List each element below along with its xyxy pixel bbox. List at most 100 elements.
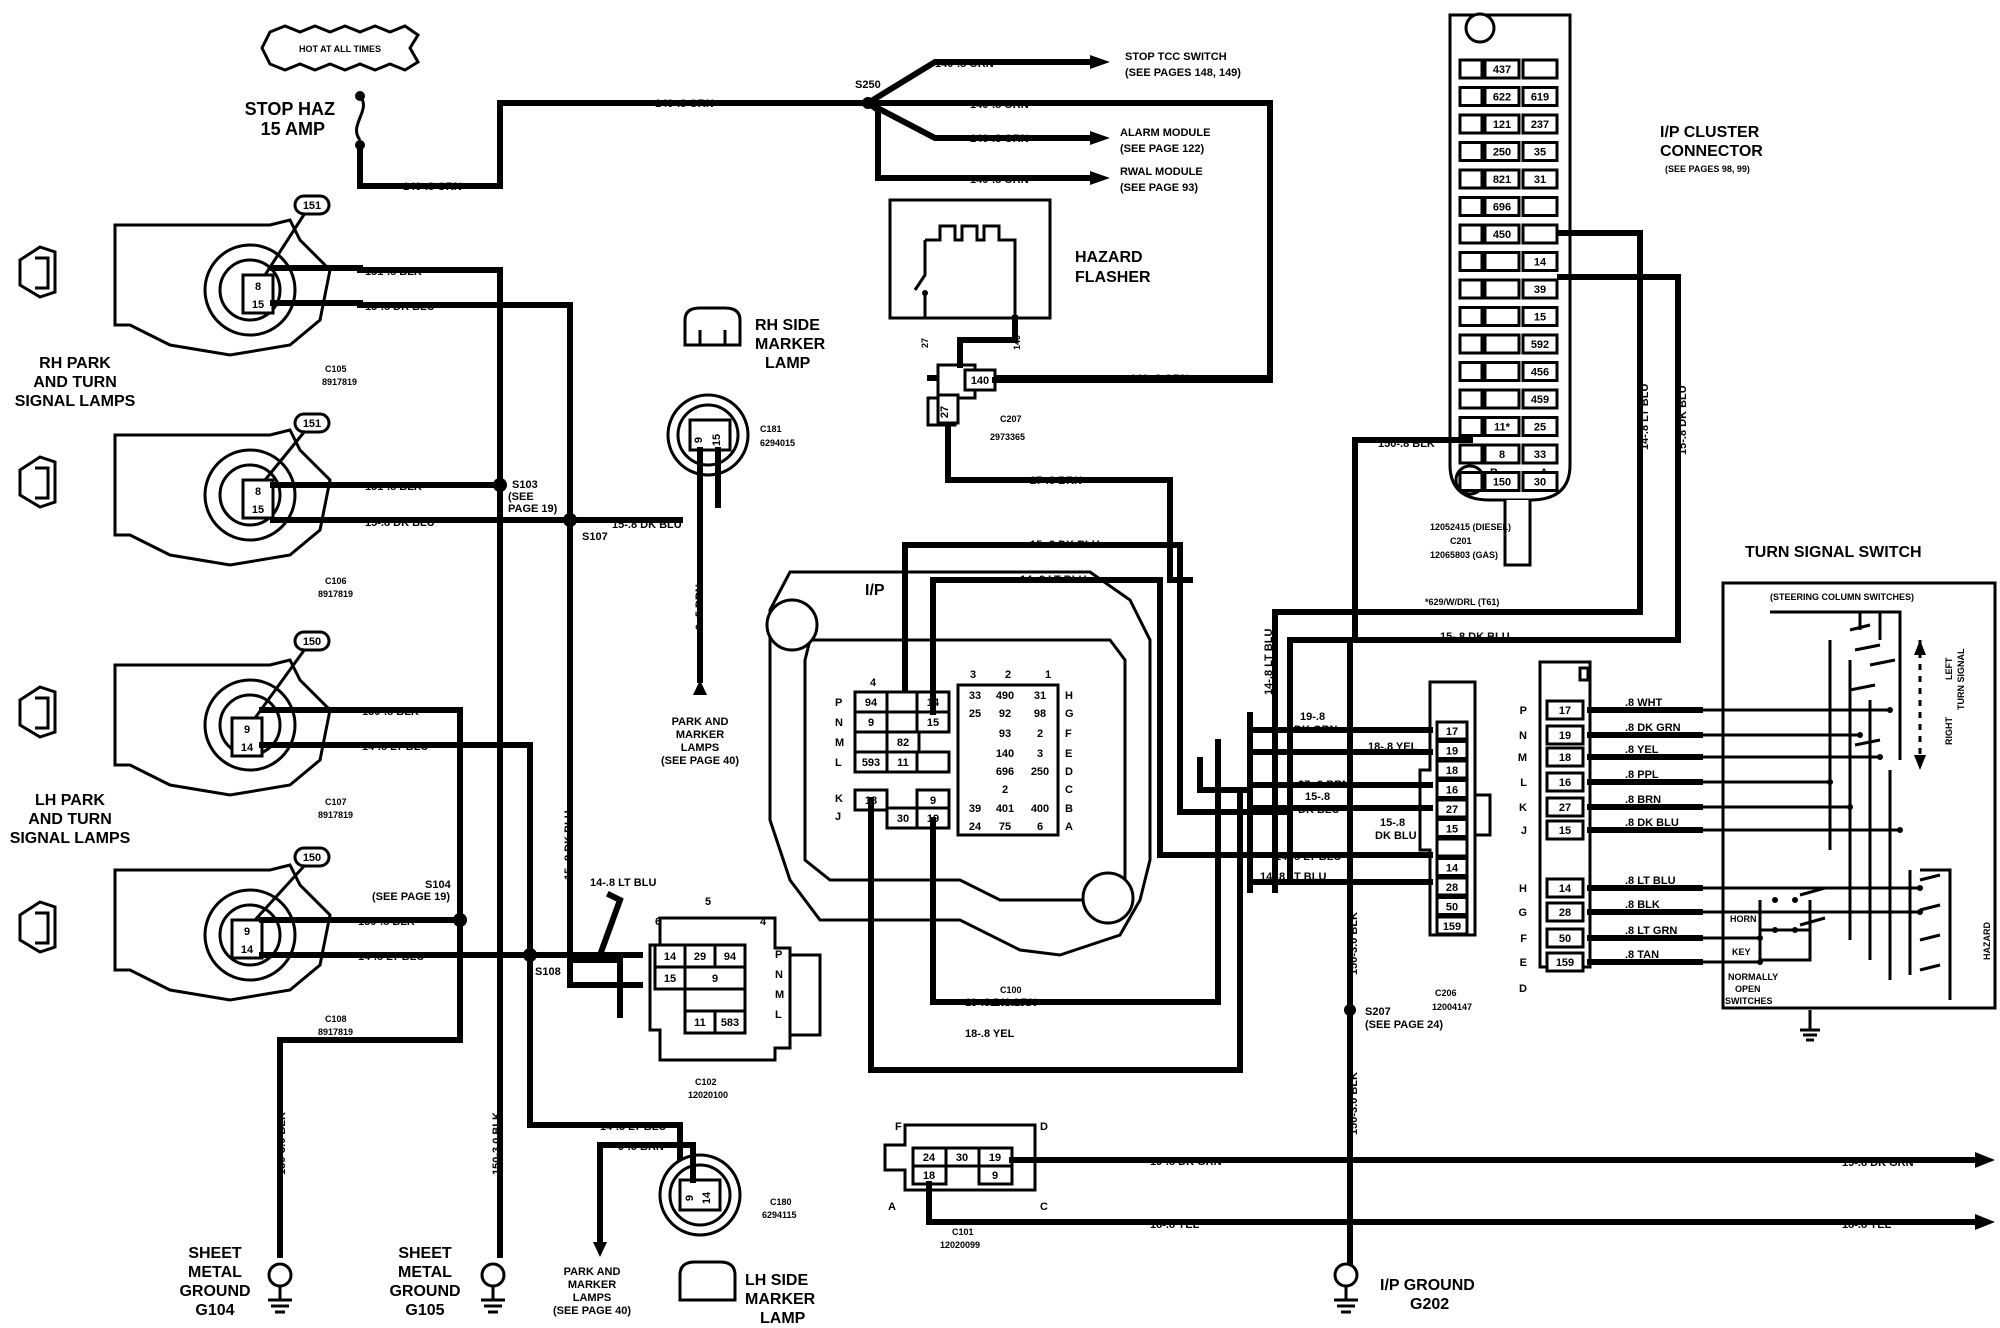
cluster-cell-right xyxy=(1521,113,1559,135)
svg-text:583: 583 xyxy=(721,1017,739,1029)
cluster-pin-left: 622 xyxy=(1493,92,1511,104)
c201-label: 12052415 (DIESEL) C201 12065803 (GAS) *6… xyxy=(1425,522,1511,607)
svg-text:18-.8 YEL: 18-.8 YEL xyxy=(1150,1219,1200,1231)
svg-text:8917819: 8917819 xyxy=(318,1027,353,1037)
svg-text:14-.8 LT BLU: 14-.8 LT BLU xyxy=(1260,871,1326,883)
svg-text:F: F xyxy=(1065,728,1072,740)
svg-text:C: C xyxy=(1065,784,1073,796)
c100-grid: 94 9 593 14 15 82 11 P N M L K J 18 30 9… xyxy=(835,683,1074,837)
wire-140-orn-main: 140-.8 ORN 140-.8 ORN xyxy=(357,98,871,193)
tss-pin-cell xyxy=(1545,927,1585,949)
svg-text:(SEE PAGE 122): (SEE PAGE 122) xyxy=(1120,143,1204,155)
svg-text:140-.8 ORN: 140-.8 ORN xyxy=(403,181,462,193)
lh-side-marker-lamp: LH SIDE MARKER LAMP xyxy=(678,1260,816,1327)
tss-wire-label: .8 BLK xyxy=(1625,899,1660,911)
c206-pin-cell xyxy=(1435,818,1469,838)
svg-text:SIGNAL LAMPS: SIGNAL LAMPS xyxy=(15,393,136,410)
tss-wire-label: .8 PPL xyxy=(1625,769,1659,781)
svg-text:S104: S104 xyxy=(425,879,452,891)
tss-pin-letter: P xyxy=(1520,705,1527,717)
connector-c102: 6 5 4 P N M L 14 29 94 15 9 11 583 C102 … xyxy=(648,896,822,1100)
svg-text:27: 27 xyxy=(939,406,951,418)
tss-pin: 50 xyxy=(1559,933,1571,945)
svg-text:140-.8 ORN: 140-.8 ORN xyxy=(970,99,1029,111)
tss-pin-cell xyxy=(1545,951,1585,973)
svg-text:75: 75 xyxy=(999,821,1011,833)
cluster-cell-left xyxy=(1483,306,1521,327)
svg-text:GROUND: GROUND xyxy=(179,1283,250,1300)
svg-text:SWITCHES: SWITCHES xyxy=(1725,996,1773,1006)
svg-text:140: 140 xyxy=(996,748,1014,760)
svg-text:151-.8 BLK: 151-.8 BLK xyxy=(365,481,422,493)
svg-text:31: 31 xyxy=(1034,690,1046,702)
tss-wire-label: .8 LT BLU xyxy=(1625,875,1676,887)
svg-text:593: 593 xyxy=(862,757,880,769)
cluster-pin-right: 237 xyxy=(1531,119,1549,131)
cluster-pin-right: 456 xyxy=(1531,367,1549,379)
cluster-pin-left: 250 xyxy=(1493,147,1511,159)
svg-text:C: C xyxy=(1040,1201,1048,1213)
tss-wire-label: .8 BRN xyxy=(1625,794,1661,806)
cluster-cell-left xyxy=(1483,223,1521,245)
tss-pin-letter: J xyxy=(1521,825,1527,837)
svg-text:(STEERING COLUMN SWITCHES): (STEERING COLUMN SWITCHES) xyxy=(1770,592,1914,602)
svg-text:18: 18 xyxy=(923,1170,935,1182)
svg-text:15-.8 DK BLU: 15-.8 DK BLU xyxy=(365,301,435,313)
svg-text:RWAL MODULE: RWAL MODULE xyxy=(1120,166,1203,178)
svg-text:C180: C180 xyxy=(770,1197,792,1207)
ground-g104: 150-3.0 BLK SHEET METAL GROUND G104 xyxy=(179,1087,293,1319)
c206-pin: 159 xyxy=(1443,921,1461,933)
cluster-cell-right xyxy=(1521,278,1559,300)
c206-pin-cell xyxy=(1435,876,1469,897)
svg-text:15-.8: 15-.8 xyxy=(1380,817,1405,829)
svg-text:151-.8 BLK: 151-.8 BLK xyxy=(365,266,422,278)
tss-wire-label: .8 DK BLU xyxy=(1625,817,1679,829)
c206-pin-cell xyxy=(1435,837,1469,858)
cluster-pin-left: 11* xyxy=(1494,422,1511,434)
wire-140-flasher-link xyxy=(957,315,1018,368)
svg-text:J: J xyxy=(835,811,841,823)
tss-pin-cell xyxy=(1545,771,1585,793)
svg-text:ALARM MODULE: ALARM MODULE xyxy=(1120,127,1210,139)
wires-cluster: 14-.8 LT BLU 15-.8 DK BLU 150-.8 BLK 15-… xyxy=(1272,230,1689,885)
svg-text:M: M xyxy=(775,989,784,1001)
turn-signal-switch-label: TURN SIGNAL SWITCH xyxy=(1745,544,1922,561)
svg-text:2: 2 xyxy=(1002,784,1008,796)
svg-text:250: 250 xyxy=(1031,766,1049,778)
stop-haz-fuse-icon xyxy=(355,91,365,150)
svg-text:LAMP: LAMP xyxy=(765,355,811,372)
svg-text:DK BLU: DK BLU xyxy=(1375,830,1417,842)
svg-text:18-.8 YEL: 18-.8 YEL xyxy=(1368,741,1418,753)
svg-text:C105: C105 xyxy=(325,364,347,374)
svg-text:150-3.0 BLK: 150-3.0 BLK xyxy=(1348,912,1360,975)
c206-pin: 28 xyxy=(1446,882,1458,894)
tss-pin: 27 xyxy=(1559,802,1571,814)
cluster-cell-right xyxy=(1521,416,1559,437)
rh-park-turn-label: RH PARK AND TURN SIGNAL LAMPS xyxy=(15,355,136,410)
svg-text:4: 4 xyxy=(760,916,767,928)
svg-text:6294015: 6294015 xyxy=(760,438,795,448)
c206-pin: 19 xyxy=(1446,746,1458,758)
svg-text:NORMALLY: NORMALLY xyxy=(1728,972,1778,982)
svg-text:L: L xyxy=(775,1009,782,1021)
tss-pin: 19 xyxy=(1559,730,1571,742)
svg-text:HORN: HORN xyxy=(1730,914,1757,924)
svg-text:D: D xyxy=(1040,1121,1048,1133)
tss-pin-cell xyxy=(1545,796,1585,818)
svg-text:HAZARD: HAZARD xyxy=(1075,249,1143,266)
svg-text:15-.8 DK BLU: 15-.8 DK BLU xyxy=(365,517,435,529)
svg-text:SHEET: SHEET xyxy=(188,1245,242,1262)
svg-text:14: 14 xyxy=(701,1191,713,1204)
cluster-cell-left-empty xyxy=(1458,141,1484,162)
svg-text:PAGE 19): PAGE 19) xyxy=(508,503,558,515)
svg-text:151: 151 xyxy=(303,200,321,212)
cluster-cell-left-empty xyxy=(1458,388,1484,410)
svg-text:15-.8 DK BLU: 15-.8 DK BLU xyxy=(563,810,575,880)
svg-text:140: 140 xyxy=(971,375,989,387)
tss-wire-label: .8 YEL xyxy=(1625,744,1659,756)
svg-text:18-.8 YEL: 18-.8 YEL xyxy=(965,1028,1015,1040)
cluster-cell-left xyxy=(1483,58,1521,80)
cluster-cell-left xyxy=(1483,361,1521,382)
svg-text:11: 11 xyxy=(897,757,909,769)
